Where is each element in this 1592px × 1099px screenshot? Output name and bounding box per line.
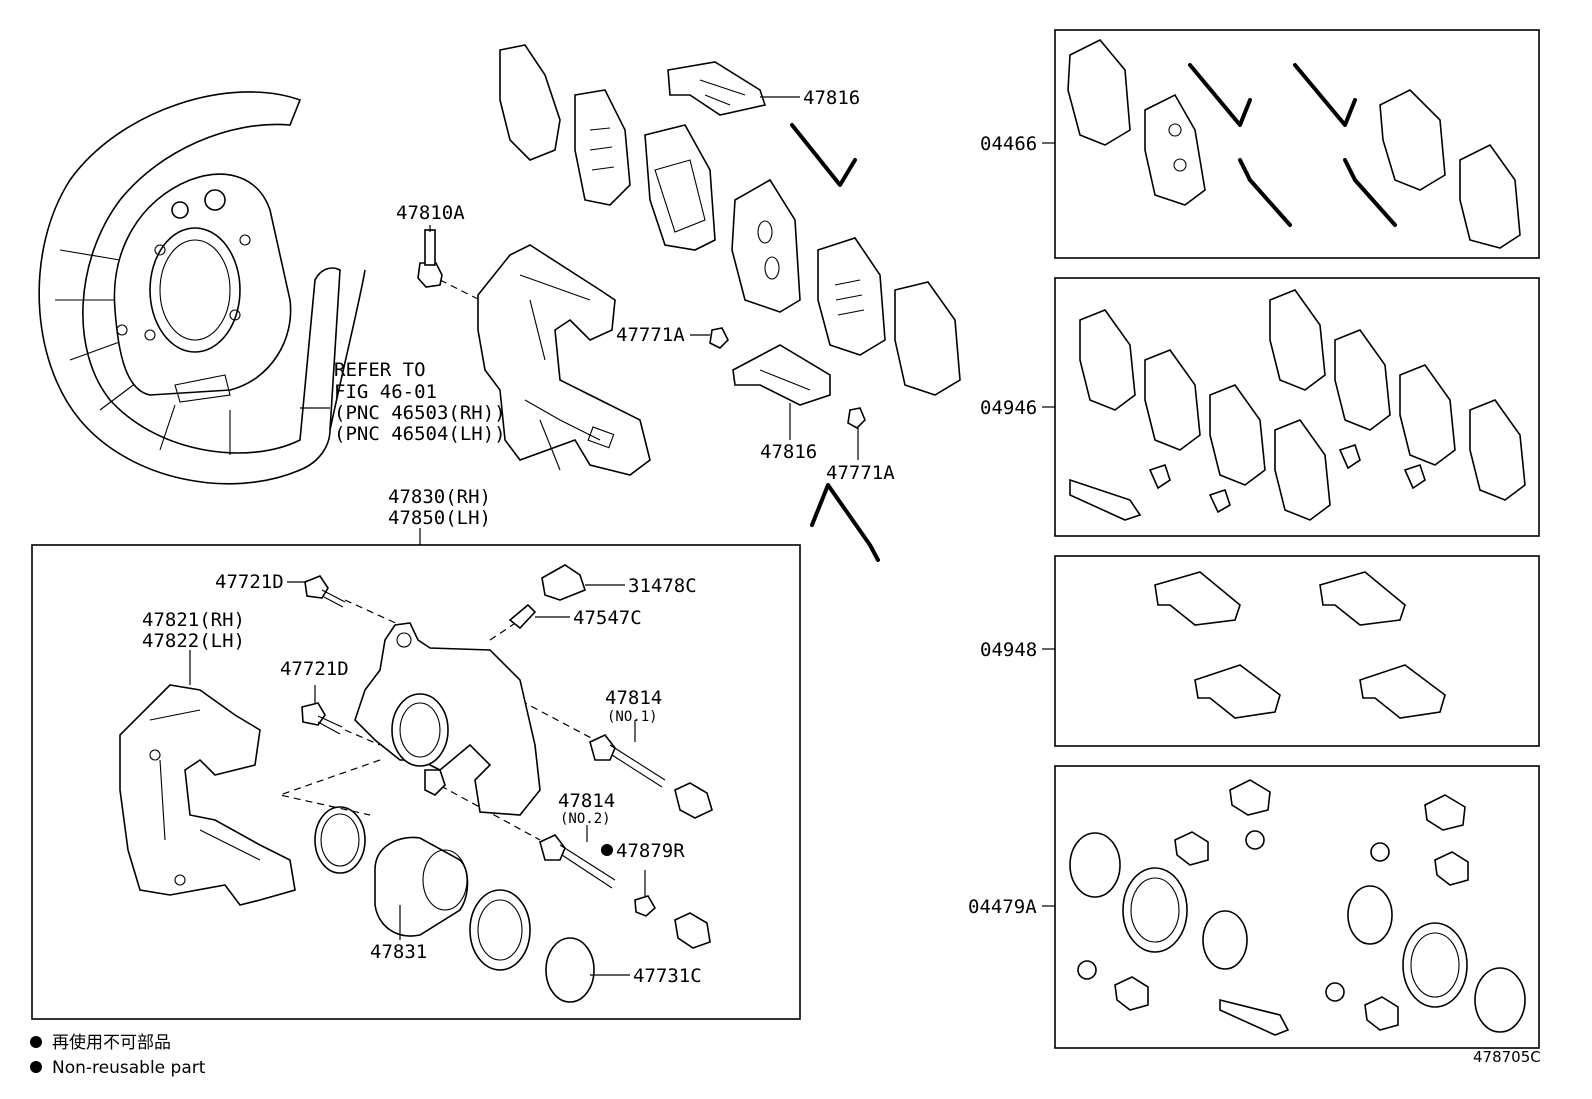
label-47850: 47850(LH)	[388, 507, 491, 529]
label-47814-1-note: (NO.1)	[607, 709, 658, 725]
dust-shield-drawing	[38, 91, 366, 485]
kit-04948-drawing	[1154, 571, 1446, 719]
label-47830: 47830(RH)	[388, 486, 491, 508]
label-47816-top: 47816	[803, 87, 860, 109]
label-47814-2-note: (NO.2)	[560, 811, 611, 827]
kit-04466-drawing	[1067, 39, 1521, 249]
kit-box-04466	[1054, 29, 1540, 259]
caliper-assembly-drawing	[119, 564, 713, 1003]
label-47810A: 47810A	[396, 202, 465, 224]
label-47771A-right: 47771A	[826, 462, 895, 484]
refer-to-line4: (PNC 46504(LH))	[334, 423, 506, 445]
label-47831: 47831	[370, 941, 427, 963]
label-31478C: 31478C	[628, 575, 697, 597]
upper-pads-drawing	[499, 44, 961, 396]
label-47721D-1: 47721D	[215, 571, 284, 593]
kit-box-04479A	[1054, 765, 1540, 1049]
kit-box-04948	[1054, 555, 1540, 747]
refer-to-line3: (PNC 46503(RH))	[334, 402, 506, 424]
legend-jp: 再使用不可部品	[52, 1032, 171, 1053]
label-kit-04479A: 04479A	[968, 896, 1037, 918]
label-47547C: 47547C	[573, 607, 642, 629]
label-47731C: 47731C	[633, 965, 702, 987]
caliper-bracket-upper-drawing	[417, 229, 651, 476]
kit-04479A-drawing	[1069, 779, 1526, 1036]
label-47822: 47822(LH)	[142, 630, 245, 652]
kit-04946-drawing	[1069, 289, 1526, 521]
label-kit-04948: 04948	[980, 639, 1037, 661]
refer-to-line1: REFER TO	[334, 359, 426, 381]
label-47771A-left: 47771A	[616, 324, 685, 346]
leader-lines	[189, 96, 1055, 976]
label-47821: 47821(RH)	[142, 609, 245, 631]
non-reusable-mark-47879R	[601, 844, 613, 856]
caliper-assembly-box	[31, 544, 801, 1020]
label-47879R: 47879R	[616, 840, 685, 862]
legend-en: Non-reusable part	[52, 1058, 206, 1078]
figure-id: 478705C	[1473, 1048, 1541, 1066]
label-47721D-2: 47721D	[280, 658, 349, 680]
refer-to-line2: FIG 46-01	[334, 381, 437, 403]
legend-bullet-jp	[30, 1036, 42, 1048]
legend-bullet-en	[30, 1061, 42, 1073]
label-kit-04946: 04946	[980, 397, 1037, 419]
label-47816-bottom: 47816	[760, 441, 817, 463]
label-kit-04466: 04466	[980, 133, 1037, 155]
label-47814-1: 47814	[605, 687, 662, 709]
label-47814-2: 47814	[558, 790, 615, 812]
upper-shims-drawing	[667, 61, 880, 562]
